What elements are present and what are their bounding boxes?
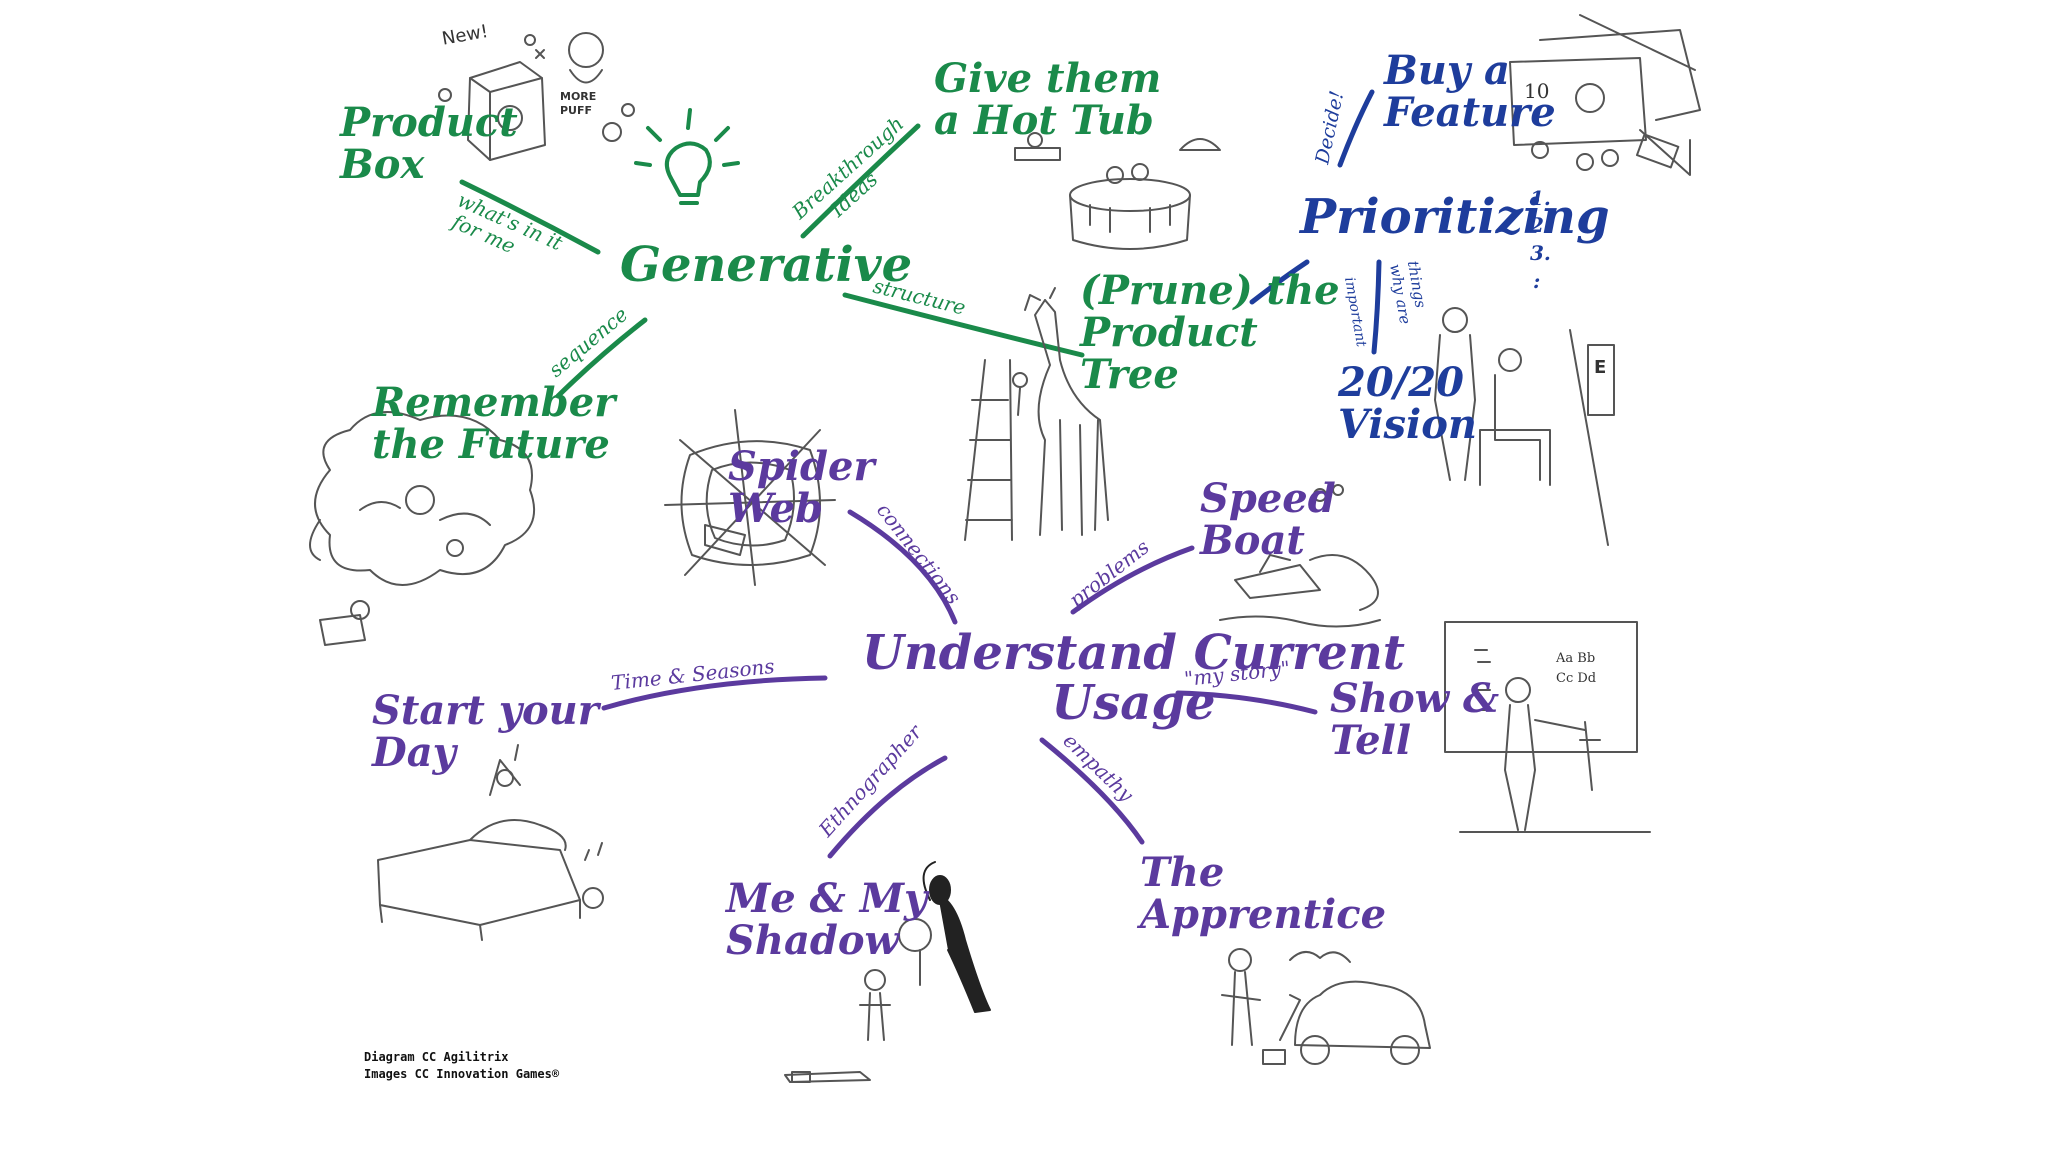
label-breakthrough-ideas: BreakthroughIdeas <box>787 111 925 242</box>
game-speed-boat: Speed Boat <box>1200 478 1336 562</box>
game-20-20-vision: 20/20 Vision <box>1338 362 1477 446</box>
apprentice-car-sketch <box>1222 949 1430 1064</box>
hot-tub-sketch <box>1015 133 1220 249</box>
game-hot-tub: Give them a Hot Tub <box>934 58 1161 142</box>
game-me-and-my-shadow: Me & My Shadow <box>726 878 927 962</box>
hub-understand-current-usage: Understand Current Usage <box>862 628 1405 729</box>
game-prune-product-tree: (Prune) the Product Tree <box>1080 270 1340 396</box>
priority-mark-4: : <box>1533 269 1540 293</box>
credit-diagram: Diagram CC Agilitrix <box>364 1050 509 1064</box>
game-spider-web: Spider Web <box>728 446 875 530</box>
label-connections: connections <box>872 498 966 609</box>
game-remember-the-future: Remember the Future <box>372 382 615 466</box>
game-buy-a-feature: Buy a Feature <box>1384 50 1556 134</box>
label-why-are-things: why arethings <box>1386 259 1432 325</box>
game-product-box: Product Box <box>340 102 518 186</box>
hub-generative: Generative <box>620 240 912 290</box>
credit-images: Images CC Innovation Games® <box>364 1067 559 1081</box>
game-the-apprentice: The Apprentice <box>1140 852 1386 936</box>
label-problems: problems <box>1064 535 1153 612</box>
game-start-your-day: Start your Day <box>372 690 599 774</box>
label-important: important <box>1341 276 1369 349</box>
eye-chart-letter: E <box>1594 357 1606 378</box>
label-empathy: empathy <box>1059 728 1139 807</box>
game-show-and-tell: Show & Tell <box>1330 678 1499 762</box>
lightbulb-icon <box>636 110 738 203</box>
hub-prioritizing: Prioritizing <box>1300 192 1610 242</box>
branch-line-vision <box>1374 262 1379 352</box>
label-whats-in-it: what's in itfor me <box>445 188 567 276</box>
product-box-new-text: New! <box>440 21 489 50</box>
